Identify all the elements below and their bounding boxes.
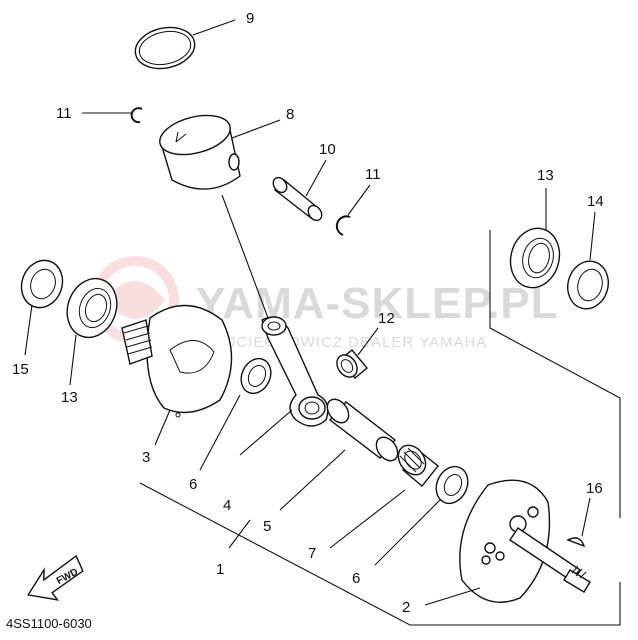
crank-pin — [279, 398, 399, 511]
callouts: 9 11 8 10 11 13 14 12 15 13 3 6 4 16 5 7… — [12, 10, 604, 616]
callout-16: 16 — [586, 480, 603, 497]
crank-half-right — [424, 479, 591, 606]
callout-2: 2 — [402, 599, 410, 616]
callout-4: 4 — [223, 497, 231, 514]
callout-6-right: 6 — [352, 570, 360, 587]
circlip-left — [82, 107, 143, 124]
callout-5: 5 — [263, 518, 271, 535]
oil-seal-right — [567, 211, 609, 310]
big-end-bearing — [329, 444, 439, 549]
piston-ring — [134, 19, 236, 70]
drawing-code: 4SS1100-6030 — [6, 616, 92, 631]
callout-15: 15 — [12, 361, 29, 378]
callout-6-left: 6 — [189, 476, 197, 493]
callout-3: 3 — [142, 449, 150, 466]
piston — [159, 114, 281, 319]
crank-bearing-left — [66, 277, 118, 386]
reference-leaders — [228, 519, 251, 549]
callout-13-right: 13 — [537, 167, 554, 184]
oil-seal-left — [20, 259, 64, 356]
callout-11-left: 11 — [56, 105, 72, 122]
callout-7: 7 — [308, 545, 316, 562]
callout-8: 8 — [286, 106, 294, 123]
connecting-rod — [239, 316, 329, 456]
crank-bearing-right — [509, 188, 561, 289]
small-end-bearing — [336, 327, 379, 379]
callout-14: 14 — [587, 193, 604, 210]
callout-10: 10 — [319, 141, 336, 158]
callout-11-right: 11 — [365, 166, 381, 183]
callout-1: 1 — [216, 561, 224, 578]
callout-9: 9 — [246, 10, 254, 27]
fwd-arrow: FWD — [27, 554, 84, 601]
circlip-right — [335, 184, 371, 236]
thrust-washer-right — [374, 465, 469, 566]
thrust-washer-left — [199, 357, 272, 471]
assembly-bracket — [139, 230, 621, 626]
callout-12: 12 — [378, 310, 395, 327]
crank-half-left — [121, 304, 233, 446]
woodruff-key — [566, 497, 591, 548]
piston-pin — [272, 159, 327, 222]
callout-13-left: 13 — [61, 389, 78, 406]
watermark-subtitle: WOJCIECHOWICZ DEALER YAMAHA — [200, 334, 487, 351]
